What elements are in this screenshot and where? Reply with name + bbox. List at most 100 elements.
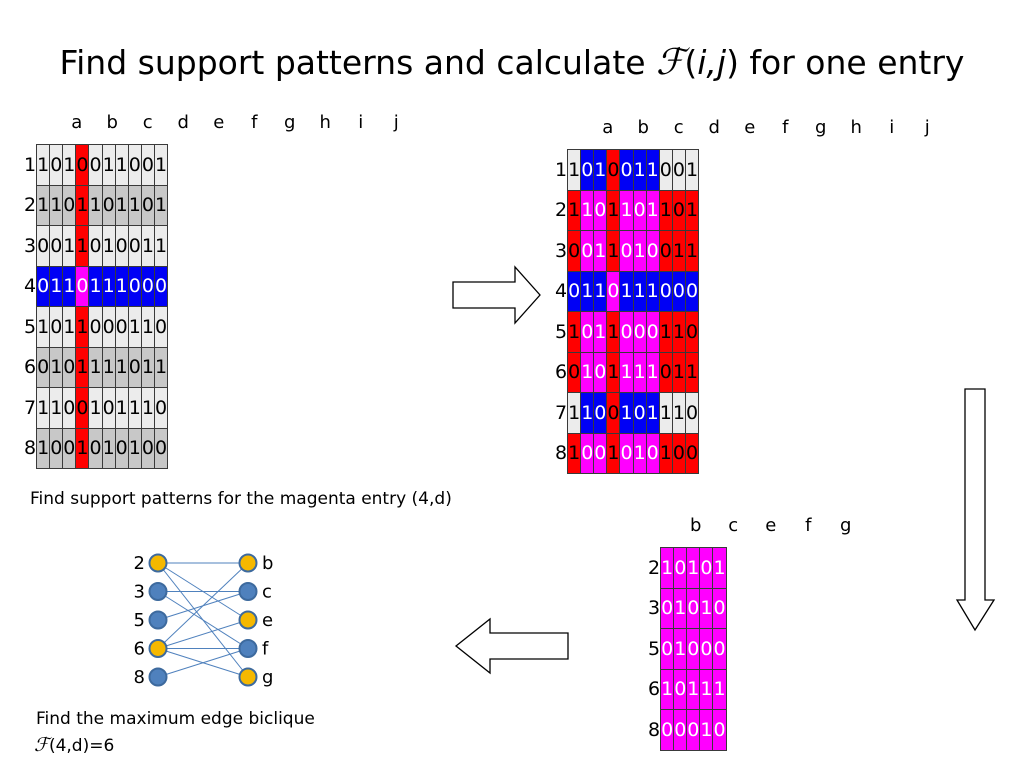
row-label: 7 bbox=[24, 396, 37, 419]
left-node bbox=[148, 610, 168, 630]
matrix-cell: 1 bbox=[49, 265, 64, 307]
matrix-cell: 1 bbox=[606, 432, 621, 474]
matrix-cell: 0 bbox=[686, 587, 701, 629]
matrix-cell: 0 bbox=[75, 387, 90, 429]
matrix-cell: 1 bbox=[36, 184, 51, 226]
column-label: b bbox=[637, 117, 649, 138]
matrix-cell: 1 bbox=[101, 265, 116, 307]
title-args: i,j bbox=[697, 43, 727, 82]
title-args-close: ) bbox=[726, 43, 739, 82]
matrix-cell: 1 bbox=[686, 547, 701, 589]
matrix-cell: 1 bbox=[101, 225, 116, 267]
matrix-cell: 1 bbox=[580, 270, 595, 312]
matrix-cell: 0 bbox=[49, 144, 64, 186]
matrix-cell: 1 bbox=[619, 189, 634, 231]
matrix-cell: 0 bbox=[88, 144, 103, 186]
matrix-cell: 0 bbox=[684, 311, 700, 353]
matrix-cell: 1 bbox=[632, 149, 647, 191]
right-node-label: g bbox=[262, 667, 273, 688]
matrix-cell: 0 bbox=[660, 628, 675, 670]
matrix-cell: 0 bbox=[88, 427, 103, 469]
column-label: f bbox=[805, 515, 812, 536]
matrix-cell: 1 bbox=[593, 311, 608, 353]
row-label: 7 bbox=[555, 401, 568, 424]
matrix-cell: 0 bbox=[75, 144, 90, 186]
right-node bbox=[238, 639, 258, 658]
matrix-cell: 1 bbox=[153, 346, 169, 388]
matrix-cell: 0 bbox=[619, 230, 634, 272]
matrix-cell: 1 bbox=[114, 265, 129, 307]
matrix-cell: 1 bbox=[153, 225, 169, 267]
matrix-cell: 0 bbox=[673, 709, 688, 751]
matrix-cell: 1 bbox=[658, 311, 673, 353]
matrix-cell: 0 bbox=[593, 392, 608, 434]
row-label: 6 bbox=[555, 361, 568, 384]
matrix-cell: 0 bbox=[619, 432, 634, 474]
matrix-cell: 0 bbox=[619, 149, 634, 191]
matrix-cell: 1 bbox=[580, 392, 595, 434]
matrix-cell: 0 bbox=[88, 306, 103, 348]
left-arrow-icon bbox=[454, 617, 569, 675]
matrix-cell: 1 bbox=[673, 587, 688, 629]
matrix-cell: 0 bbox=[660, 587, 675, 629]
row-label: 5 bbox=[555, 320, 568, 343]
matrix-cell: 1 bbox=[49, 387, 64, 429]
matrix-cell: 0 bbox=[712, 587, 727, 629]
column-label: i bbox=[889, 117, 895, 138]
matrix-cell: 1 bbox=[658, 392, 673, 434]
matrix-cell: 1 bbox=[127, 306, 142, 348]
graph-edge bbox=[157, 591, 249, 649]
matrix-cell: 0 bbox=[49, 225, 64, 267]
row-label: 2 bbox=[555, 199, 568, 222]
matrix-cell: 1 bbox=[684, 189, 700, 231]
title-suffix: for one entry bbox=[738, 43, 965, 82]
column-label: j bbox=[924, 117, 930, 138]
matrix-cell: 0 bbox=[712, 628, 727, 670]
matrix-cell: 0 bbox=[671, 432, 686, 474]
matrix-cell: 1 bbox=[62, 265, 77, 307]
right-node-label: f bbox=[262, 639, 269, 660]
matrix-cell: 0 bbox=[632, 189, 647, 231]
matrix-cell: 0 bbox=[684, 270, 700, 312]
matrix-cell: 0 bbox=[673, 668, 688, 710]
column-label: f bbox=[782, 117, 789, 138]
matrix-cell: 1 bbox=[645, 351, 660, 393]
matrix-cell: 1 bbox=[567, 392, 582, 434]
graph-edge bbox=[157, 648, 249, 678]
matrix-cell: 0 bbox=[153, 427, 169, 469]
biclique-result: ℱ(4,d)=6 bbox=[34, 734, 114, 756]
matrix-cell: 1 bbox=[632, 351, 647, 393]
matrix-cell: 1 bbox=[660, 547, 675, 589]
right-node-label: e bbox=[262, 610, 273, 631]
matrix-cell: 1 bbox=[101, 144, 116, 186]
matrix-cell: 1 bbox=[645, 392, 660, 434]
matrix-cell: 1 bbox=[699, 709, 714, 751]
matrix-cell: 0 bbox=[673, 547, 688, 589]
right-node-label: b bbox=[262, 553, 273, 574]
matrix-cell: 1 bbox=[712, 547, 727, 589]
matrix-cell: 1 bbox=[684, 149, 700, 191]
column-label: c bbox=[728, 515, 739, 536]
matrix-cell: 0 bbox=[660, 709, 675, 751]
matrix-cell: 1 bbox=[114, 184, 129, 226]
right-node bbox=[238, 610, 258, 630]
matrix-cell: 0 bbox=[114, 427, 129, 469]
matrix-cell: 0 bbox=[153, 306, 169, 348]
matrix-cell: 1 bbox=[567, 149, 582, 191]
row-label: 6 bbox=[648, 678, 661, 701]
left-node-label: 8 bbox=[134, 667, 145, 688]
column-label: a bbox=[602, 117, 614, 138]
matrix-cell: 0 bbox=[49, 306, 64, 348]
right-node-label: c bbox=[262, 582, 272, 603]
row-label: 8 bbox=[555, 442, 568, 465]
